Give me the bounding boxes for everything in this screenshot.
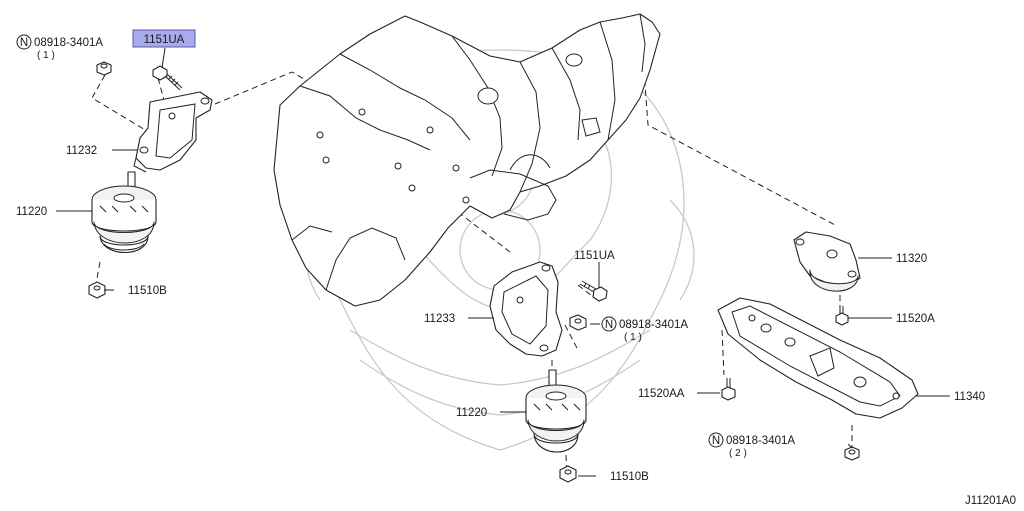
bolt-rear xyxy=(835,306,849,326)
bolt-top-left xyxy=(152,65,183,91)
label-11220-center: 11220 xyxy=(456,407,487,419)
label-11220-left: 11220 xyxy=(16,206,47,218)
label-11233: 11233 xyxy=(424,313,455,325)
qty-label: ( 2 ) xyxy=(729,448,747,459)
label-11510B-center: 11510B xyxy=(610,471,649,483)
label-11510B-left: 11510B xyxy=(128,285,167,297)
qty-label: ( 1 ) xyxy=(624,332,642,343)
engine-transmission-assembly xyxy=(273,13,661,307)
qty-label: ( 1 ) xyxy=(37,50,55,61)
bracket-left-11232 xyxy=(133,91,213,173)
callout-nut-rear: N 08918-3401A ( 2 ) xyxy=(708,432,795,459)
label-11340: 11340 xyxy=(954,391,985,403)
label-11320: 11320 xyxy=(896,253,927,265)
n-symbol-icon: N xyxy=(712,435,720,447)
member-rear-11340 xyxy=(717,297,919,419)
bolt-member xyxy=(721,378,736,401)
insulator-rear-11320 xyxy=(793,231,861,292)
callout-bolt-top-left: 1151UA xyxy=(132,29,196,48)
nut-rear xyxy=(844,446,860,461)
label-11520A: 11520A xyxy=(896,313,935,325)
callout-nut-center: N 08918-3401A ( 1 ) xyxy=(601,316,688,343)
n-symbol-icon: N xyxy=(605,319,613,331)
bracket-center-11233 xyxy=(489,261,563,357)
label-08918-3401A: 08918-3401A xyxy=(726,435,795,447)
label-08918-3401A: 08918-3401A xyxy=(619,319,688,331)
n-symbol-icon: N xyxy=(20,37,28,49)
insulator-left-11220 xyxy=(91,171,157,254)
washer-left xyxy=(88,281,106,299)
label-1151UA-center: 1151UA xyxy=(574,250,615,262)
bolt-center xyxy=(579,280,608,302)
diagram-code: J11201A0 xyxy=(965,495,1016,507)
callout-leaders xyxy=(56,47,950,477)
washer-center xyxy=(559,465,577,483)
label-08918-3401A: 08918-3401A xyxy=(34,37,103,49)
label-1151UA-highlighted: 1151UA xyxy=(144,34,185,46)
label-11232: 11232 xyxy=(66,145,97,157)
nut-top-left xyxy=(96,61,112,76)
insulator-center-11220 xyxy=(525,369,587,453)
label-11520AA: 11520AA xyxy=(638,388,685,400)
nut-center xyxy=(569,314,587,331)
callout-nut-top-left: N 08918-3401A ( 1 ) xyxy=(16,34,103,61)
